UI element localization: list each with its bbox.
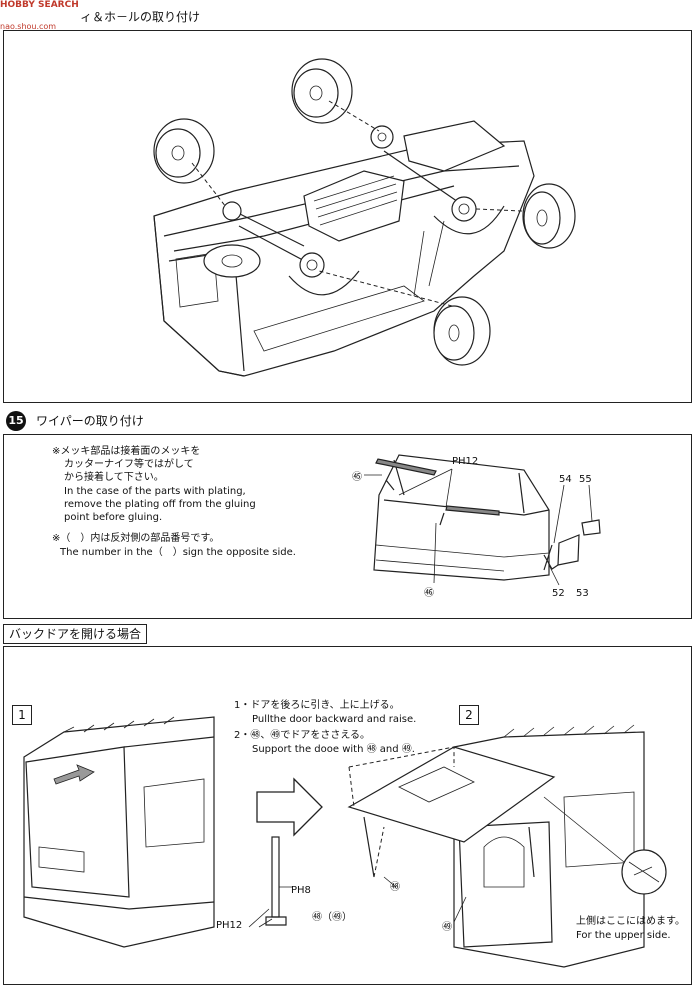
step15-number: 15 bbox=[6, 411, 26, 431]
wheel-left bbox=[153, 118, 215, 184]
instruction-2-en: Support the dooe with ㊽ and ㊾. bbox=[252, 744, 415, 755]
part-48-label: ㊽ bbox=[390, 882, 400, 893]
upper-side-note-jp: 上側はここにはめます。 bbox=[576, 916, 685, 927]
step14-title: ィ＆ホ－ルの取り付け bbox=[80, 10, 201, 24]
part-45-label: ㊺ bbox=[352, 472, 362, 483]
plating-note-jp-3: から接着して下さい。 bbox=[64, 472, 164, 483]
wheel-bottom bbox=[433, 296, 491, 366]
step14-illustration bbox=[153, 58, 576, 377]
wheel-top bbox=[291, 58, 353, 124]
backdoor-panel: 1 2 1・ドアを後ろに引き、上に上げる。 Pullthe door backw… bbox=[3, 646, 692, 985]
part-54-label: 54 bbox=[559, 474, 572, 485]
panel2-number: 2 bbox=[459, 705, 479, 725]
opposite-note-en: The number in the（ ）sign the opposite si… bbox=[60, 547, 296, 558]
step15-panel: ※メッキ部品は接着面のメッキを カッターナイフ等ではがして から接着して下さい。… bbox=[3, 434, 692, 619]
plating-note-jp-1: ※メッキ部品は接着面のメッキを bbox=[52, 446, 201, 457]
part-52-label: 52 bbox=[552, 588, 565, 599]
step14-panel bbox=[3, 30, 692, 403]
panel1-number: 1 bbox=[12, 705, 32, 725]
wheel-right bbox=[522, 183, 576, 249]
ph8-label: PH8 bbox=[291, 885, 311, 896]
plating-note-en-1: In the case of the parts with plating, bbox=[64, 486, 246, 497]
instruction-1-jp: 1・ドアを後ろに引き、上に上げる。 bbox=[234, 700, 400, 711]
part-48-49-label: ㊽（㊾） bbox=[312, 912, 352, 923]
watermark-site: nao.shou.com bbox=[0, 22, 57, 31]
plating-note-en-3: point before gluing. bbox=[64, 512, 163, 523]
backdoor-title: バックドアを開ける場合 bbox=[3, 624, 148, 644]
instruction-2-jp: 2・㊽、㊾でドアをささえる。 bbox=[234, 730, 371, 741]
part-46-label: ㊻ bbox=[424, 588, 434, 599]
part-49-label: ㊾ bbox=[442, 922, 452, 933]
upper-side-note-en: For the upper side. bbox=[576, 930, 671, 941]
opposite-note-jp: ※（ ）内は反対側の部品番号です。 bbox=[52, 533, 220, 544]
ph12-label: PH12 bbox=[452, 456, 479, 467]
part-53-label: 53 bbox=[576, 588, 589, 599]
step15-title: ワイパーの取り付け bbox=[36, 414, 144, 428]
ph12-label-backdoor: PH12 bbox=[216, 920, 243, 931]
watermark-logo: HOBBY SEARCH bbox=[0, 0, 79, 10]
backdoor-illustration bbox=[23, 716, 667, 968]
part-55-label: 55 bbox=[579, 474, 592, 485]
plating-note-jp-2: カッターナイフ等ではがして bbox=[64, 459, 194, 470]
instruction-1-en: Pullthe door backward and raise. bbox=[252, 714, 417, 725]
plating-note-en-2: remove the plating off from the gluing bbox=[64, 499, 256, 510]
wiper-illustration bbox=[364, 454, 601, 586]
